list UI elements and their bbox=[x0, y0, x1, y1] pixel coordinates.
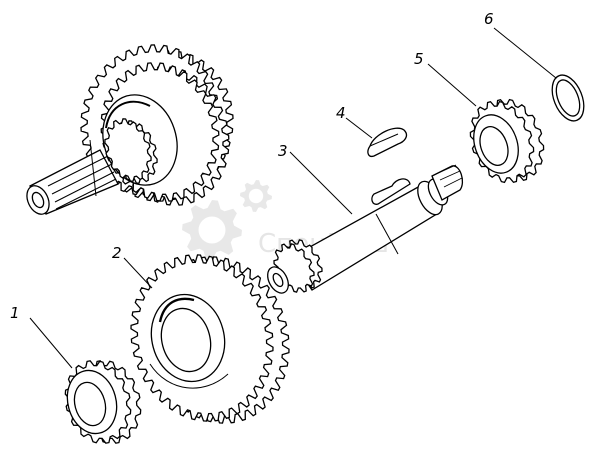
leader-lines bbox=[29, 27, 557, 369]
part-3-shaft bbox=[267, 164, 464, 294]
part-6-snap-ring bbox=[551, 74, 585, 122]
callout-2: 2 bbox=[112, 244, 122, 262]
callout-1: 1 bbox=[10, 304, 20, 322]
part-4-key bbox=[367, 127, 408, 158]
callout-5: 5 bbox=[414, 50, 424, 68]
gear-cluster-shaft bbox=[26, 44, 234, 215]
callout-3: 3 bbox=[278, 142, 288, 160]
part-1-bearing bbox=[64, 360, 142, 444]
part-5-bearing bbox=[469, 98, 545, 184]
hub-ring bbox=[104, 118, 158, 184]
part-2-large-gear bbox=[130, 254, 290, 424]
callout-4: 4 bbox=[336, 104, 346, 122]
callout-6: 6 bbox=[484, 10, 494, 28]
callout-labels: 1 2 3 4 5 6 bbox=[10, 10, 494, 322]
